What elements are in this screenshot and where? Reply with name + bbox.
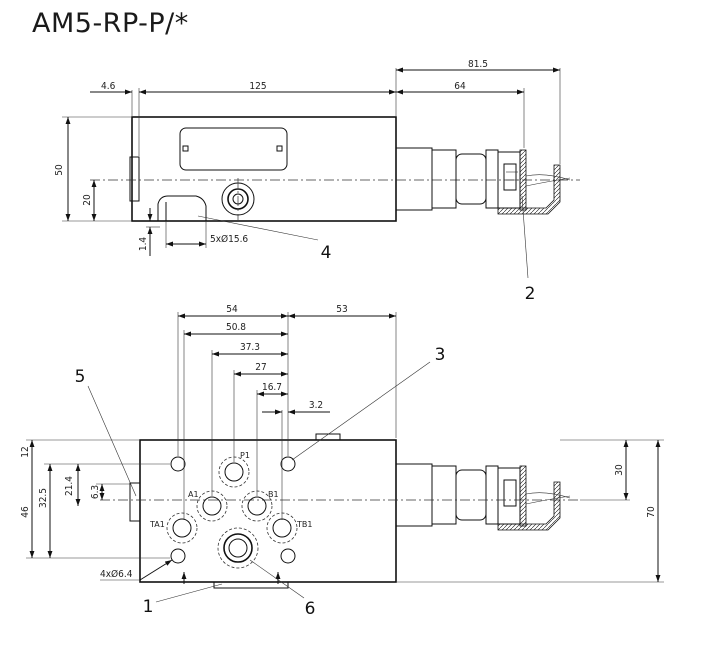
front-view-body	[139, 439, 397, 583]
port-label-tb1: TB1	[296, 520, 312, 529]
port-label-ta1: TA1	[149, 520, 165, 529]
mount-hole	[280, 456, 296, 472]
dim-64: 64	[454, 81, 466, 92]
dim-54: 54	[226, 304, 238, 315]
port-label-p1: P1	[240, 451, 250, 460]
port-ta1	[166, 512, 198, 544]
dim-50: 50	[54, 164, 65, 176]
callout-6: 6	[305, 599, 316, 619]
top-view-body	[131, 116, 397, 222]
pilot-port	[217, 527, 259, 569]
callout-1: 1	[143, 597, 154, 617]
port-label-a1: A1	[188, 490, 199, 499]
top-view-flange	[129, 156, 140, 202]
mount-hole	[170, 548, 186, 564]
solenoid-coil	[395, 147, 433, 211]
dim-81-5: 81.5	[468, 59, 488, 70]
top-view: 4.6 125 81.5 64 50 20 1.4 5xØ15.6 4 2	[54, 59, 580, 304]
dim-46: 46	[20, 506, 31, 518]
mount-hole	[170, 456, 186, 472]
dim-21-4: 21.4	[64, 476, 75, 496]
dim-37-3: 37.3	[240, 342, 260, 353]
dim-27: 27	[255, 362, 266, 373]
dim-4x-phi: 4xØ6.4	[100, 568, 133, 580]
dim-12: 12	[20, 446, 31, 457]
nameplate	[179, 127, 288, 171]
callout-3: 3	[435, 345, 446, 365]
callout-2: 2	[525, 284, 536, 304]
dim-6-3: 6.3	[90, 485, 101, 499]
dim-50-8: 50.8	[226, 322, 246, 333]
callout-4: 4	[321, 243, 332, 263]
callout-5: 5	[75, 367, 86, 387]
dim-5x-phi: 5xØ15.6	[210, 233, 248, 245]
dim-53: 53	[336, 304, 347, 315]
dim-70: 70	[646, 506, 657, 518]
dim-125: 125	[249, 81, 266, 92]
drawing-title: AM5-RP-P/*	[32, 8, 189, 39]
dim-1-4: 1.4	[138, 237, 149, 252]
dim-30: 30	[614, 464, 625, 476]
front-view: P1 A1 B1 TA1 TB1 54 53 50.8 37.3 27 16.7…	[20, 304, 664, 619]
dim-4-6: 4.6	[101, 81, 116, 92]
mount-hole	[280, 548, 296, 564]
dim-16-7: 16.7	[262, 382, 282, 393]
dim-3-2: 3.2	[309, 400, 323, 411]
dim-20: 20	[82, 194, 93, 206]
dim-32-5: 32.5	[38, 488, 49, 508]
port-label-b1: B1	[268, 490, 279, 499]
